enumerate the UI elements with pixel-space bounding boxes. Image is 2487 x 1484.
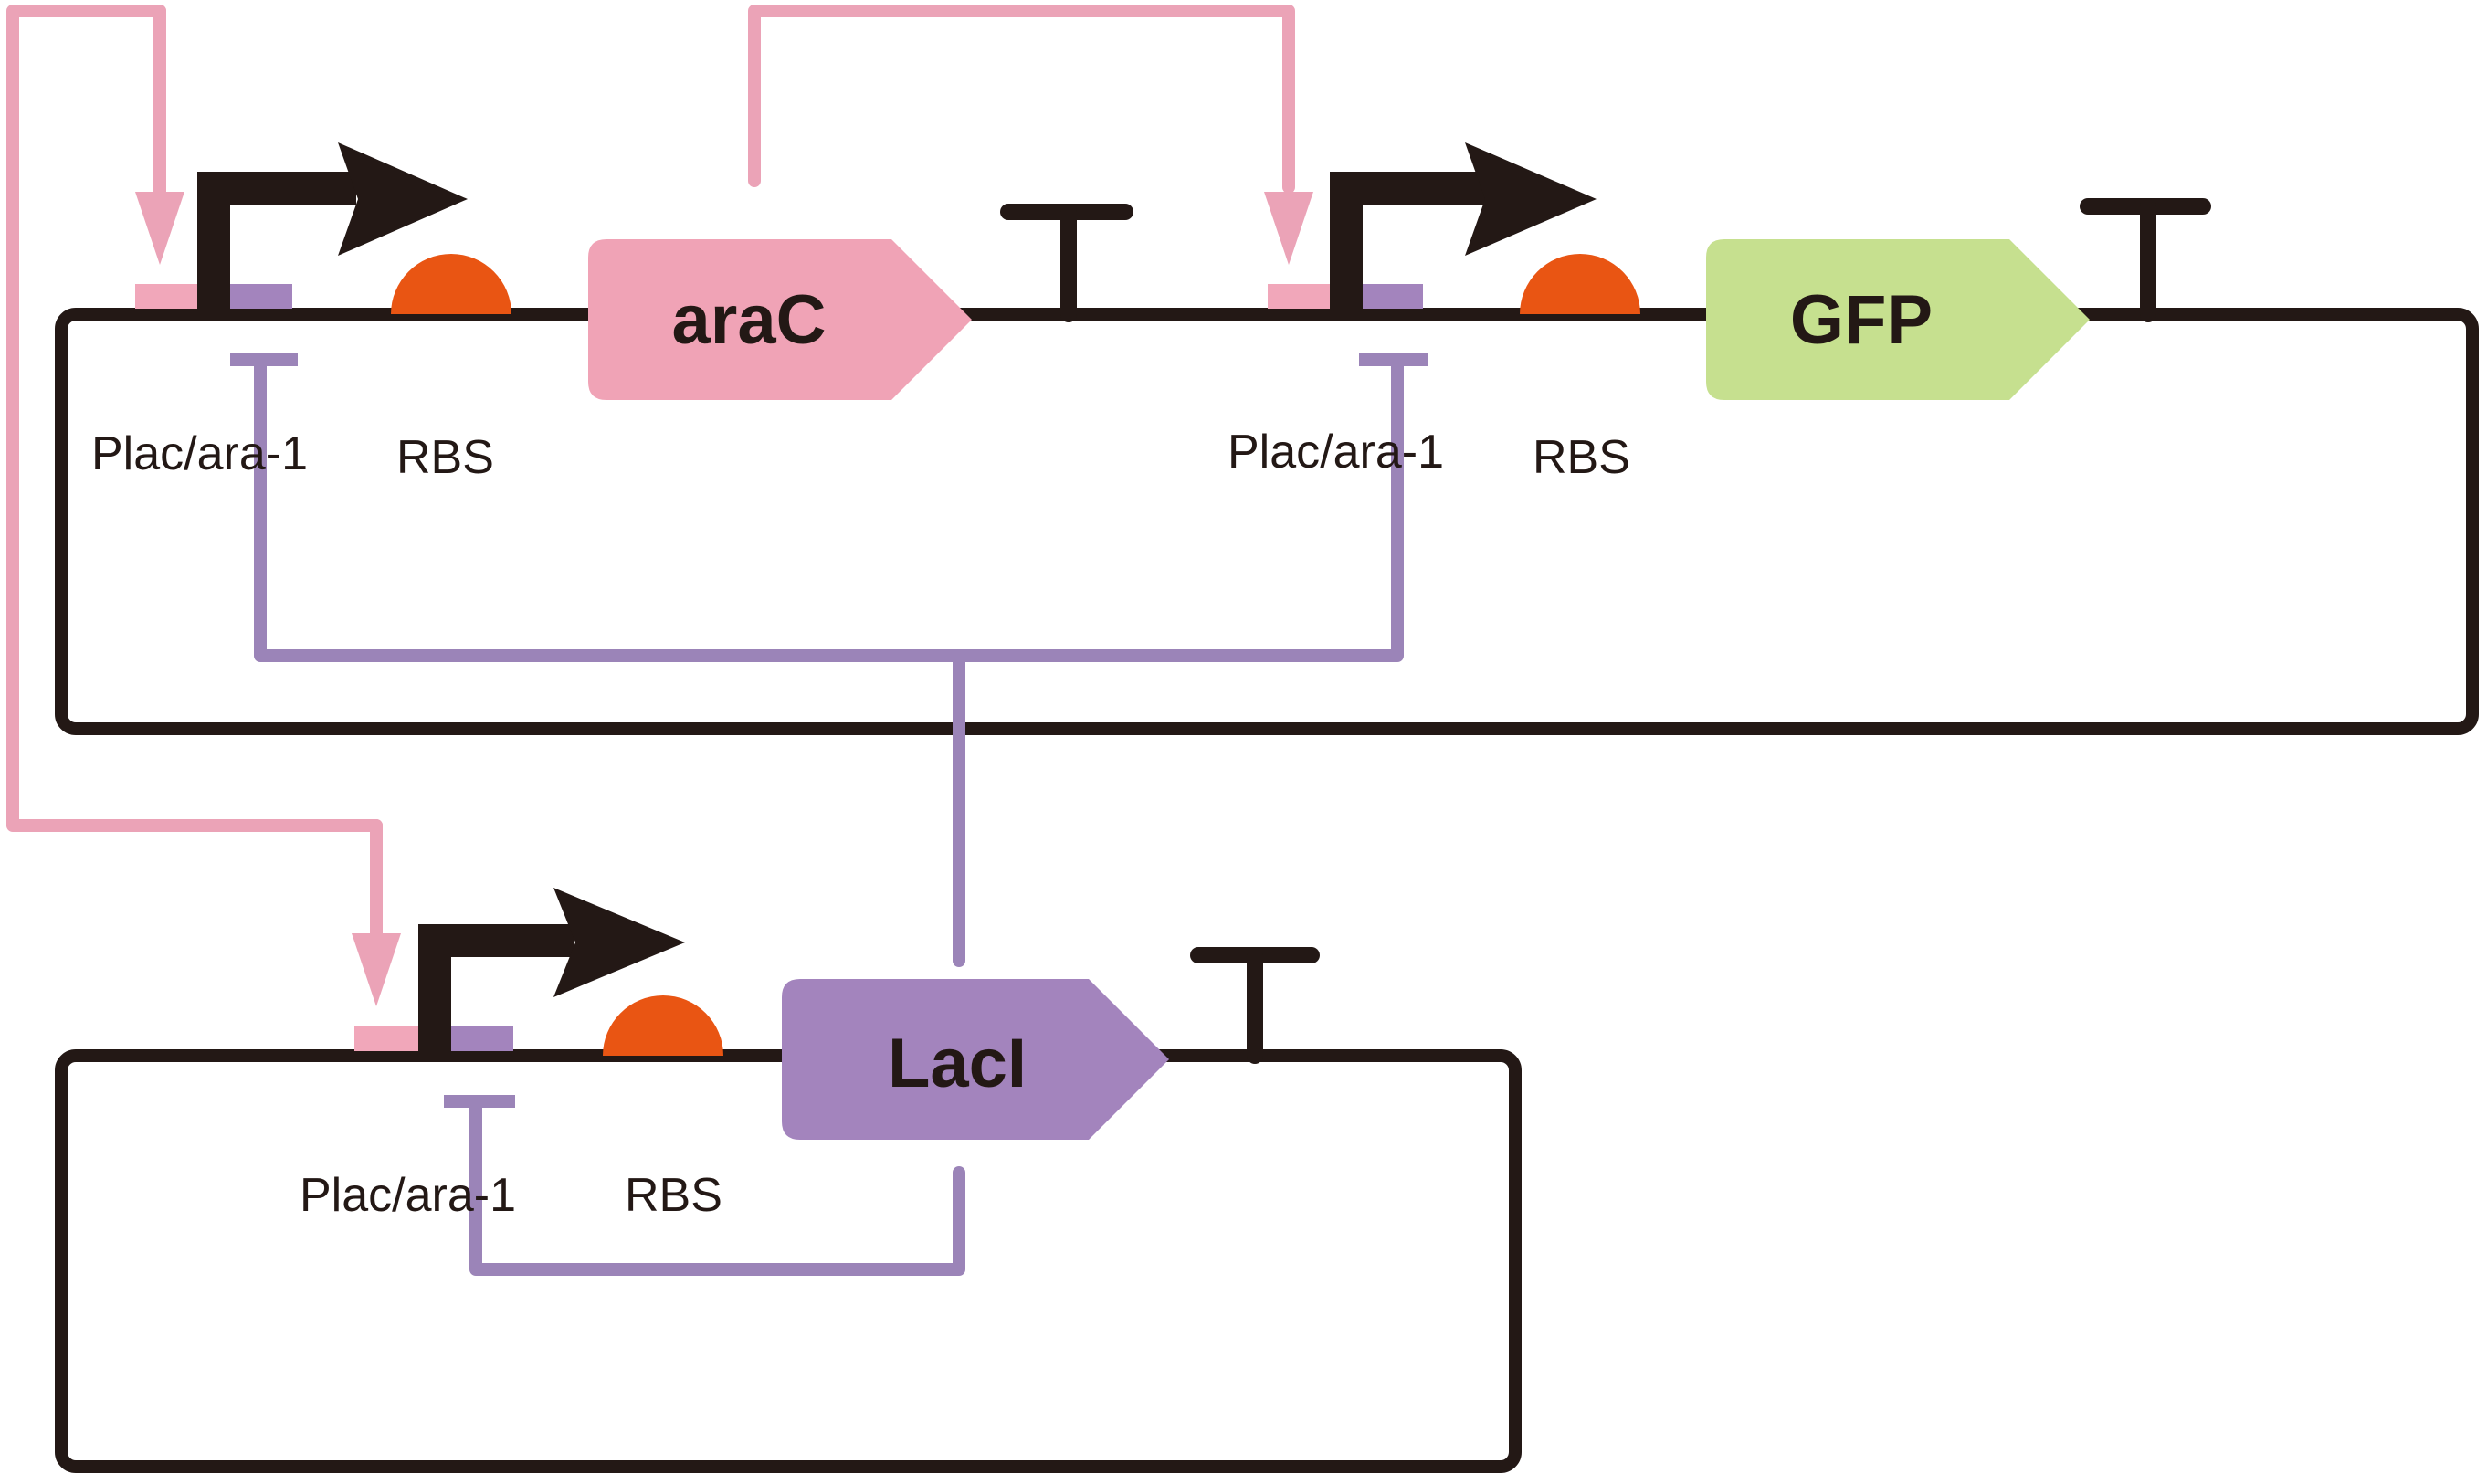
gene-label-LacI: LacI xyxy=(888,1025,1027,1102)
activation-wire-trunk xyxy=(748,5,1295,194)
repression-wire-lower xyxy=(469,1097,965,1276)
promoter-3-arrow xyxy=(418,888,685,1056)
rbs-3 xyxy=(603,995,723,1056)
activation-arrowhead-2 xyxy=(1264,192,1313,265)
gene-LacI xyxy=(782,979,1169,1140)
terminator-1 xyxy=(1000,204,1133,322)
rbs-2 xyxy=(1520,254,1640,314)
promoter-label-3: Plac/ara-1 xyxy=(300,1169,516,1222)
operator-2 xyxy=(1268,284,1423,309)
promoter-2-arrow xyxy=(1330,142,1597,314)
rbs-label-3: RBS xyxy=(625,1169,722,1222)
activation-network xyxy=(6,5,1295,958)
repression-bars xyxy=(230,353,1428,1108)
promoter-1-arrow xyxy=(197,142,468,314)
repression-wire-upper xyxy=(254,353,1404,662)
activation-arrowhead-1 xyxy=(135,192,184,265)
rbs-label-1: RBS xyxy=(396,431,494,484)
terminator-2 xyxy=(2080,198,2211,322)
terminator-3 xyxy=(1190,947,1320,1064)
gene-araC xyxy=(588,239,972,400)
rbs-label-2: RBS xyxy=(1533,431,1630,484)
promoter-label-2: Plac/ara-1 xyxy=(1228,426,1444,479)
gene-label-GFP: GFP xyxy=(1790,281,1933,359)
repression-network xyxy=(254,353,1404,1276)
rbs-1 xyxy=(391,254,511,314)
gene-GFP xyxy=(1706,239,2090,400)
plasmid-1-backbone xyxy=(55,308,2479,735)
gene-label-araC: araC xyxy=(672,281,827,359)
promoter-label-1: Plac/ara-1 xyxy=(91,427,308,480)
activation-arrowhead-3 xyxy=(352,933,401,1006)
